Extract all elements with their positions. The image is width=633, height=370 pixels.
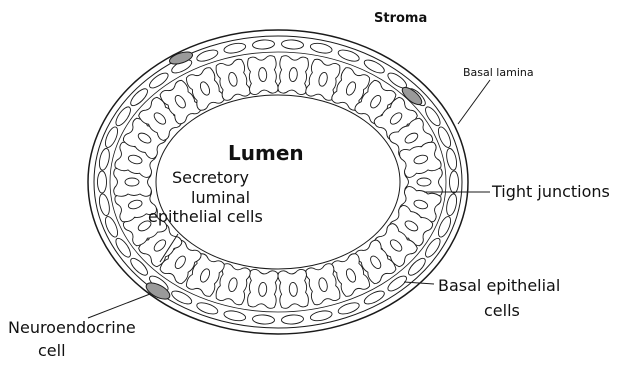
basal-cell: [362, 288, 386, 306]
basal-cell: [362, 57, 386, 75]
basal-cell: [310, 309, 333, 322]
basal-cell: [423, 236, 443, 259]
basal-cell: [406, 256, 428, 278]
secretory-label-line1: Secretory: [172, 168, 249, 187]
basal-cell: [436, 215, 453, 239]
basal-cell: [310, 42, 333, 55]
basal-cell: [450, 171, 459, 193]
basal-cell: [128, 86, 150, 108]
basal-cell: [252, 39, 275, 49]
basal-cell: [98, 171, 107, 193]
basal-epithelial-label-line1: Basal epithelial: [438, 276, 560, 295]
lumen-label: Lumen: [228, 141, 304, 165]
basal-cell: [281, 314, 304, 324]
luminal-cell: [278, 269, 309, 309]
basal-epithelial-label-line2: cells: [484, 301, 520, 320]
stroma-label: Stroma: [374, 11, 427, 26]
basal-cell: [170, 288, 194, 306]
basal-cell: [436, 125, 453, 149]
basal-cell: [113, 105, 133, 128]
neuroendocrine-label-line2: cell: [38, 341, 66, 360]
luminal-cell: [278, 55, 309, 95]
basal-cell: [445, 148, 458, 171]
basal-cell: [128, 256, 150, 278]
basal-lamina-label: Basal lamina: [463, 66, 534, 79]
basal-cell: [98, 148, 111, 171]
basal-cell: [223, 42, 246, 55]
basal-cell: [386, 273, 409, 293]
basal-cell: [103, 215, 120, 239]
basal-cell: [223, 309, 246, 322]
neuroendocrine-label-line1: Neuroendocrine: [8, 318, 136, 337]
basal-cell: [113, 236, 133, 259]
basal-cell: [445, 193, 458, 216]
basal-lamina-leader: [458, 80, 490, 124]
basal-cell: [98, 193, 111, 216]
basal-cell: [423, 105, 443, 128]
basal-cell: [281, 39, 304, 49]
secretory-label-line2: luminal: [191, 188, 250, 207]
tight-junctions-label: Tight junctions: [491, 182, 610, 201]
luminal-cell: [247, 269, 278, 309]
basal-cell: [252, 314, 275, 324]
luminal-cell: [247, 55, 278, 95]
basal-cell: [147, 70, 170, 90]
neuroendocrine-leader: [88, 294, 150, 318]
secretory-label-line3: epithelial cells: [148, 207, 263, 226]
basal-cell: [103, 125, 120, 149]
